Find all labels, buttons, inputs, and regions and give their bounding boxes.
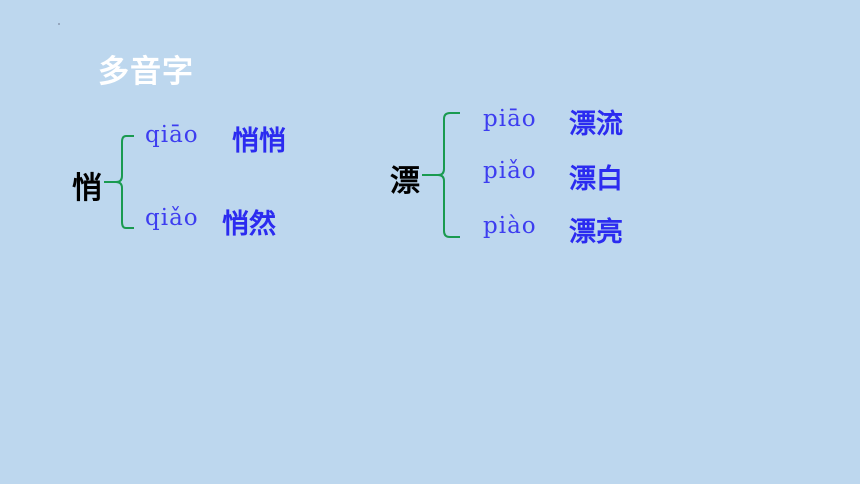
character-qiao: 悄 (72, 171, 102, 206)
word-piaoliu: 漂流 (569, 109, 623, 140)
pinyin-piao-3: piǎo (483, 158, 537, 184)
word-piaobai: 漂白 (569, 164, 623, 195)
pinyin-piao-1: piāo (483, 106, 537, 132)
decorative-dot (58, 23, 60, 25)
pinyin-qiao-3: qiǎo (145, 205, 199, 231)
word-qiaoqiao: 悄悄 (232, 126, 286, 157)
brace-piao (422, 112, 460, 238)
pinyin-piao-4: piào (483, 213, 537, 239)
character-piao: 漂 (390, 164, 420, 199)
slide-title: 多音字 (98, 54, 194, 90)
brace-qiao (104, 135, 134, 229)
word-piaoliang: 漂亮 (569, 217, 623, 248)
word-qiaoran: 悄然 (222, 209, 276, 240)
pinyin-qiao-1: qiāo (145, 122, 199, 148)
